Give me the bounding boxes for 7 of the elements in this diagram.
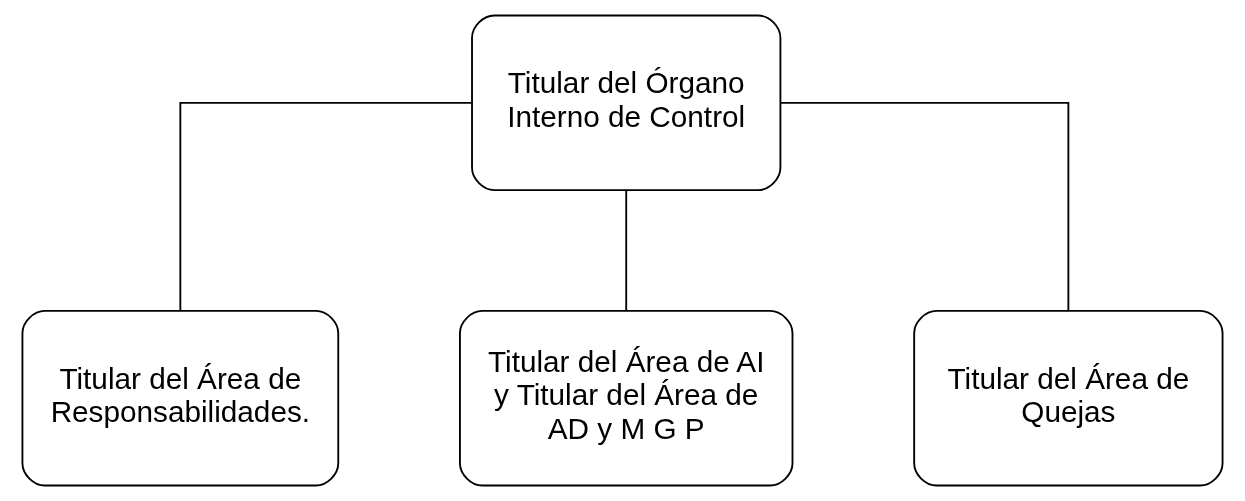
connector bbox=[779, 101, 1070, 312]
node-box: Titular del Área de AI y Titular del Área de AD y M G P bbox=[459, 309, 794, 487]
connector bbox=[625, 189, 628, 312]
node-box: Titular del Área de Quejas bbox=[913, 309, 1224, 487]
connector bbox=[179, 101, 473, 312]
node-box: Titular del Órgano Interno de Control bbox=[471, 14, 782, 192]
node-box: Titular del Área de Responsabilidades. bbox=[21, 309, 340, 487]
